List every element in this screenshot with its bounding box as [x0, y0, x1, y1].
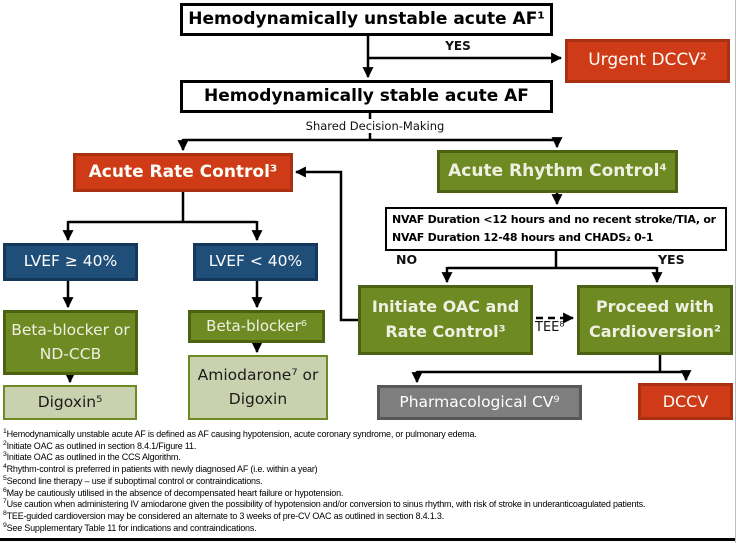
node-acute-rhythm-control: Acute Rhythm Control⁴: [437, 150, 678, 193]
node-amiodarone-or-digoxin-label: Amiodarone⁷ or Digoxin: [197, 366, 319, 408]
node-nvaf-duration-criteria: NVAF Duration <12 hours and no recent st…: [385, 207, 727, 251]
footnote-6: 6May be cautiously utilised in the absen…: [3, 486, 735, 500]
footnote-9-text: See Supplementary Table 11 for indicatio…: [6, 522, 257, 533]
node-pharmacological-cv-label: Pharmacological CV⁹: [399, 392, 560, 411]
footnote-2-text: Initiate OAC as outlined in section 8.4.…: [6, 440, 197, 451]
node-initiate-oac-rate-control: Initiate OAC and Rate Control³: [358, 285, 533, 355]
edge-label-no: NO: [396, 252, 418, 267]
node-beta-blocker: Beta-blocker⁶: [188, 310, 325, 343]
node-amiodarone-or-digoxin: Amiodarone⁷ or Digoxin: [188, 355, 328, 420]
node-acute-rate-control: Acute Rate Control³: [73, 153, 293, 192]
node-acute-rate-control-label: Acute Rate Control³: [88, 161, 278, 182]
footnote-4-sup: 4: [3, 463, 7, 471]
footnote-7: 7Use caution when administering IV amiod…: [3, 498, 735, 511]
node-urgent-dccv-label: Urgent DCCV²: [588, 50, 707, 71]
node-initiate-oac-rate-control-label: Initiate OAC and Rate Control³: [371, 297, 520, 341]
footnote-1: 1Hemodynamically unstable acute AF is de…: [3, 428, 735, 441]
footnote-8-sup: 8: [3, 509, 7, 517]
node-beta-blocker-or-ndccb-label: Beta-blocker or ND-CCB: [11, 321, 130, 363]
bottom-border-rule: [0, 538, 735, 541]
footnote-7-sup: 7: [3, 498, 7, 506]
footnote-1-sup: 1: [3, 428, 7, 435]
footnote-6-text: May be cautiously utilised in the absenc…: [6, 487, 344, 498]
footnote-5-text: Second line therapy – use if suboptimal …: [6, 475, 263, 486]
edge-label-yes-top: YES: [445, 39, 471, 53]
nvaf-criteria-line2: NVAF Duration 12-48 hours and CHADS₂ 0-1: [392, 231, 654, 244]
node-lvef-ge-40-label: LVEF ≥ 40%: [23, 252, 118, 271]
edge-initiate-oac-to-rate-control: [294, 166, 358, 322]
footnote-7-text: Use caution when administering IV amioda…: [6, 499, 646, 510]
node-hemodynamically-stable-label: Hemodynamically stable acute AF: [204, 85, 529, 106]
footnote-5-sup: 5: [3, 474, 7, 482]
node-proceed-with-cardioversion: Proceed with Cardioversion²: [577, 285, 733, 355]
node-digoxin-label: Digoxin⁵: [37, 392, 103, 411]
edge-label-yes: YES: [658, 252, 685, 267]
node-hemodynamically-unstable-label: Hemodynamically unstable acute AF¹: [188, 8, 545, 29]
node-hemodynamically-unstable: Hemodynamically unstable acute AF¹: [180, 3, 553, 36]
node-pharmacological-cv: Pharmacological CV⁹: [377, 385, 582, 420]
node-lvef-lt-40: LVEF < 40%: [193, 243, 318, 281]
edge-label-shared-decision-making: Shared Decision-Making: [290, 119, 460, 133]
node-hemodynamically-stable: Hemodynamically stable acute AF: [180, 80, 553, 113]
footnote-2: 2Initiate OAC as outlined in section 8.4…: [3, 439, 735, 453]
node-proceed-with-cardioversion-label: Proceed with Cardioversion²: [589, 297, 721, 341]
footnote-9-sup: 9: [3, 521, 7, 529]
node-acute-rhythm-control-label: Acute Rhythm Control⁴: [448, 160, 667, 181]
node-beta-blocker-or-ndccb: Beta-blocker or ND-CCB: [3, 310, 138, 375]
footnote-8: 8TEE-guided cardioversion may be conside…: [3, 509, 735, 523]
node-lvef-lt-40-label: LVEF < 40%: [208, 252, 303, 271]
node-urgent-dccv: Urgent DCCV²: [565, 39, 730, 83]
node-lvef-ge-40: LVEF ≥ 40%: [3, 243, 138, 281]
node-dccv: DCCV: [638, 383, 733, 420]
footnote-1-text: Hemodynamically unstable acute AF is def…: [6, 429, 477, 439]
node-beta-blocker-label: Beta-blocker⁶: [206, 317, 307, 336]
footnote-5: 5Second line therapy – use if suboptimal…: [3, 474, 735, 488]
edge-label-tee: TEE⁸: [535, 320, 565, 335]
footnote-3: 3Initiate OAC as outlined in the CCS Alg…: [3, 452, 735, 464]
footnote-4: 4Rhythm-control is preferred in patients…: [3, 463, 735, 476]
footnote-4-text: Rhythm-control is preferred in patients …: [6, 464, 318, 475]
footnote-3-sup: 3: [3, 451, 7, 459]
footnotes-block: 1Hemodynamically unstable acute AF is de…: [3, 428, 735, 535]
footnote-6-sup: 6: [3, 486, 7, 494]
footnote-2-sup: 2: [3, 439, 7, 447]
nvaf-criteria-line1: NVAF Duration <12 hours and no recent st…: [392, 213, 716, 227]
footnote-8-text: TEE-guided cardioversion may be consider…: [6, 510, 445, 521]
node-digoxin: Digoxin⁵: [3, 385, 137, 420]
footnote-3-text: Initiate OAC as outlined in the CCS Algo…: [6, 452, 181, 463]
footnote-9: 9See Supplementary Table 11 for indicati…: [3, 521, 735, 535]
node-dccv-label: DCCV: [662, 391, 709, 411]
